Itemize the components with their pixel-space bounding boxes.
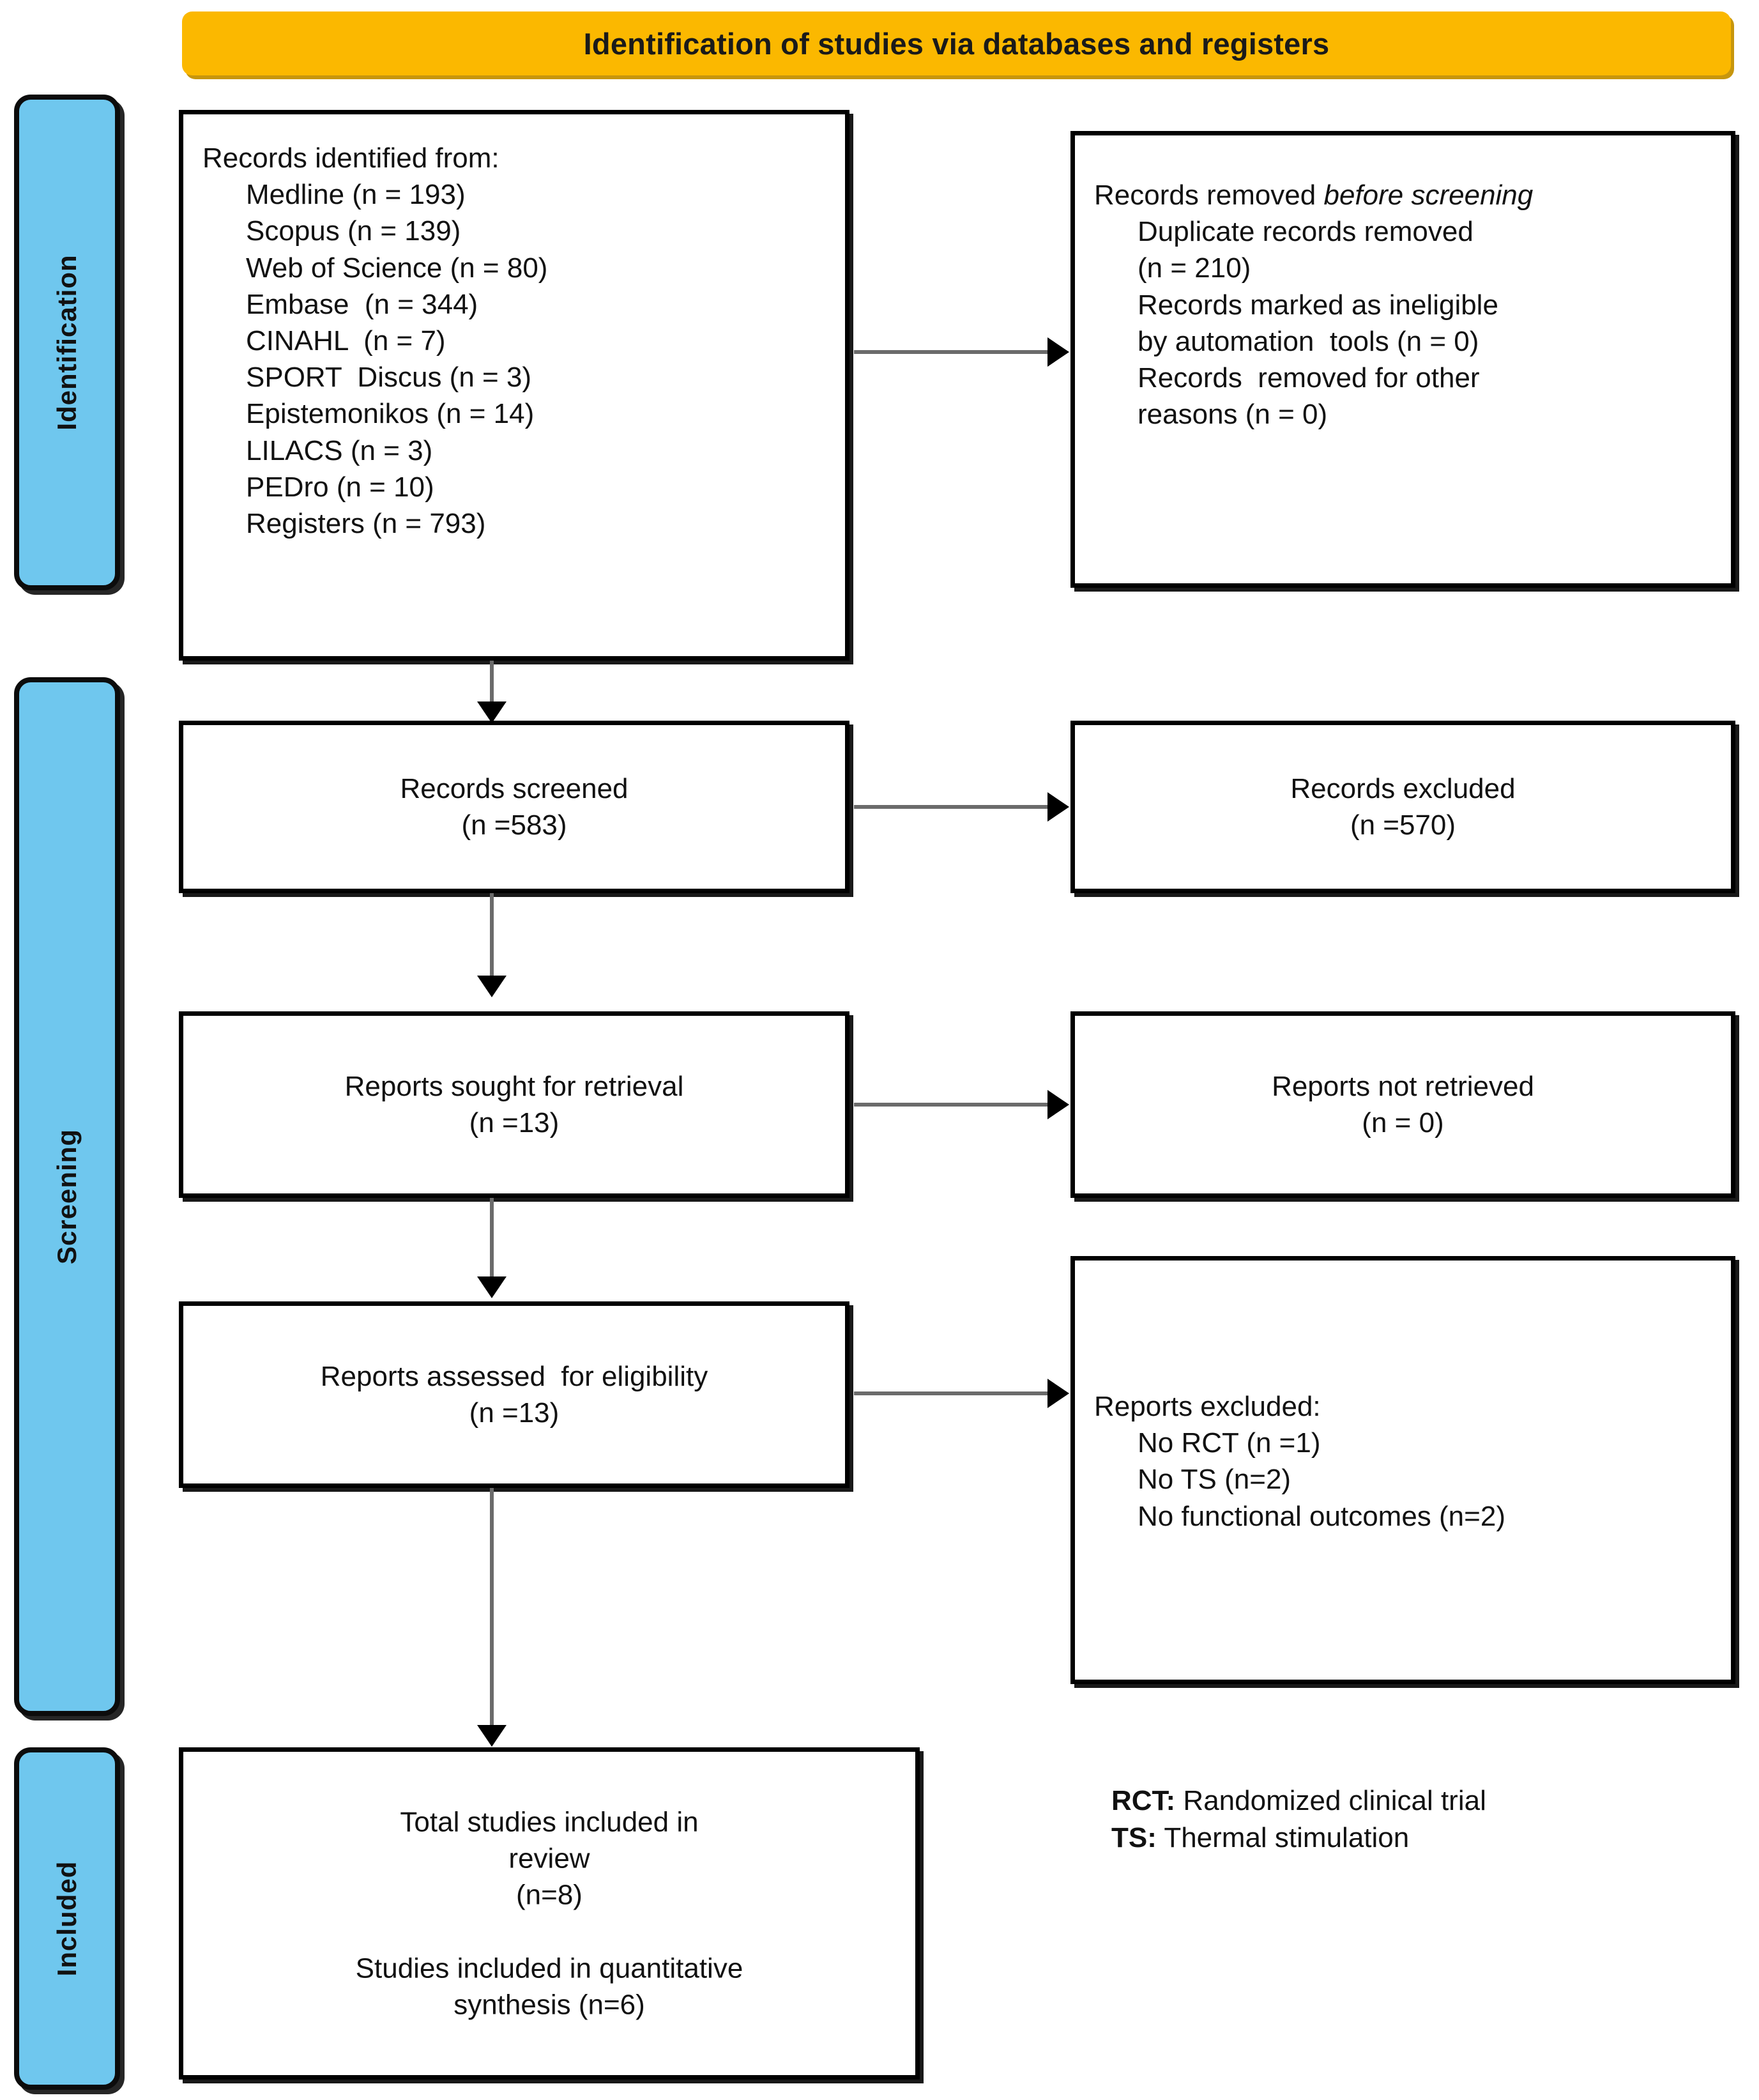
reports-not-retrieved-line1: Reports not retrieved	[1272, 1070, 1534, 1102]
connector-screened-to-excluded	[854, 805, 1051, 809]
source-item: PEDro (n = 10)	[246, 471, 434, 503]
records-excluded-line2: (n =570)	[1350, 809, 1456, 841]
stage-tab-identification: Identification	[14, 95, 120, 590]
total-included-text: Total studies included in review (n=8) S…	[183, 1804, 915, 2023]
box-reports-not-retrieved: Reports not retrieved (n = 0)	[1070, 1011, 1735, 1198]
arrow-sought-to-not-retrieved	[1047, 1090, 1069, 1119]
records-screened-line1: Records screened	[400, 772, 628, 804]
heading-italic-part: before screening	[1323, 180, 1534, 211]
removed-item: Records removed for other	[1138, 362, 1480, 394]
excluded-reason: No RCT (n =1)	[1138, 1427, 1321, 1459]
records-screened-text: Records screened (n =583)	[183, 770, 845, 843]
source-item: Web of Science (n = 80)	[246, 252, 548, 284]
arrow-assessed-to-excluded	[1047, 1379, 1069, 1408]
reports-assessed-line1: Reports assessed for eligibility	[320, 1360, 708, 1392]
total-included-line4: Studies included in quantitative	[355, 1952, 743, 1984]
legend-def-ts: Thermal stimulation	[1156, 1822, 1410, 1854]
removed-item: Records marked as ineligible	[1138, 289, 1498, 321]
box-total-studies-included: Total studies included in review (n=8) S…	[179, 1747, 920, 2080]
records-excluded-text: Records excluded (n =570)	[1075, 770, 1731, 843]
box-reports-excluded: Reports excluded: No RCT (n =1) No TS (n…	[1070, 1256, 1735, 1684]
stage-label-identification: Identification	[52, 254, 82, 431]
total-included-line5: synthesis (n=6)	[453, 1989, 645, 2021]
connector-assessed-to-included	[490, 1488, 494, 1731]
legend-item-rct: RCT: Randomized clinical trial	[1111, 1782, 1486, 1820]
box-reports-assessed: Reports assessed for eligibility (n =13)	[179, 1301, 849, 1488]
reports-not-retrieved-line2: (n = 0)	[1362, 1107, 1444, 1138]
source-item: Registers (n = 793)	[246, 507, 486, 539]
stage-label-screening: Screening	[52, 1128, 82, 1265]
box-records-removed: Records removed before screening Duplica…	[1070, 131, 1735, 588]
connector-assessed-to-excluded	[854, 1391, 1051, 1395]
source-item: CINAHL (n = 7)	[246, 325, 446, 356]
connector-sought-to-assessed	[490, 1198, 494, 1281]
removed-item: (n = 210)	[1138, 252, 1251, 284]
total-included-spacer	[202, 1913, 896, 1950]
source-item: LILACS (n = 3)	[246, 434, 433, 466]
connector-identified-to-removed	[854, 350, 1051, 354]
stage-tab-included: Included	[14, 1747, 120, 2090]
legend-def-rct: Randomized clinical trial	[1175, 1785, 1486, 1816]
legend-item-ts: TS: Thermal stimulation	[1111, 1820, 1486, 1857]
reports-excluded-heading: Reports excluded:	[1094, 1391, 1321, 1422]
arrow-screened-to-sought	[477, 976, 506, 997]
box-records-excluded: Records excluded (n =570)	[1070, 721, 1735, 893]
source-item: Scopus (n = 139)	[246, 215, 461, 247]
records-removed-heading: Records removed before screening	[1094, 177, 1712, 213]
total-included-line3: (n=8)	[516, 1879, 583, 1911]
reports-not-retrieved-text: Reports not retrieved (n = 0)	[1075, 1068, 1731, 1141]
records-excluded-line1: Records excluded	[1290, 772, 1516, 804]
reports-assessed-text: Reports assessed for eligibility (n =13)	[183, 1358, 845, 1431]
records-identified-heading: Records identified from:	[202, 142, 499, 174]
reports-excluded-text: Reports excluded: No RCT (n =1) No TS (n…	[1075, 1388, 1731, 1535]
stage-tab-screening: Screening	[14, 677, 120, 1716]
source-item: Embase (n = 344)	[246, 288, 478, 320]
reports-sought-text: Reports sought for retrieval (n =13)	[183, 1068, 845, 1141]
records-identified-text: Records identified from: Medline (n = 19…	[183, 140, 845, 542]
arrow-assessed-to-included	[477, 1725, 506, 1747]
records-screened-line2: (n =583)	[461, 809, 567, 841]
source-item: Medline (n = 193)	[246, 179, 466, 211]
records-removed-text: Records removed before screening Duplica…	[1075, 177, 1731, 433]
arrow-screened-to-excluded	[1047, 792, 1069, 822]
source-item: Epistemonikos (n = 14)	[246, 398, 535, 430]
connector-screened-to-sought	[490, 893, 494, 980]
box-reports-sought: Reports sought for retrieval (n =13)	[179, 1011, 849, 1198]
connector-identified-to-screened	[490, 661, 494, 707]
total-included-line1: Total studies included in	[400, 1806, 699, 1838]
heading-prefix: Records removed	[1094, 180, 1324, 211]
source-item: SPORT Discus (n = 3)	[246, 362, 532, 394]
box-records-screened: Records screened (n =583)	[179, 721, 849, 893]
reports-sought-line1: Reports sought for retrieval	[344, 1070, 684, 1102]
diagram-header-banner: Identification of studies via databases …	[182, 11, 1731, 75]
page-title: Identification of studies via databases …	[583, 26, 1330, 61]
legend-abbr-rct: RCT:	[1111, 1785, 1176, 1816]
box-records-identified: Records identified from: Medline (n = 19…	[179, 110, 849, 661]
stage-label-included: Included	[52, 1860, 82, 1977]
removed-item: by automation tools (n = 0)	[1138, 325, 1479, 357]
arrow-identified-to-removed	[1047, 337, 1069, 367]
removed-item: reasons (n = 0)	[1138, 399, 1328, 431]
removed-item: Duplicate records removed	[1138, 216, 1473, 248]
total-included-line2: review	[508, 1843, 590, 1874]
legend: RCT: Randomized clinical trial TS: Therm…	[1111, 1782, 1486, 1857]
reports-sought-line2: (n =13)	[469, 1107, 560, 1138]
arrow-identified-to-screened	[477, 701, 506, 723]
reports-assessed-line2: (n =13)	[469, 1397, 560, 1429]
legend-abbr-ts: TS:	[1111, 1822, 1157, 1854]
excluded-reason: No TS (n=2)	[1138, 1464, 1291, 1496]
connector-sought-to-not-retrieved	[854, 1103, 1051, 1107]
excluded-reason: No functional outcomes (n=2)	[1138, 1500, 1505, 1532]
arrow-sought-to-assessed	[477, 1276, 506, 1298]
